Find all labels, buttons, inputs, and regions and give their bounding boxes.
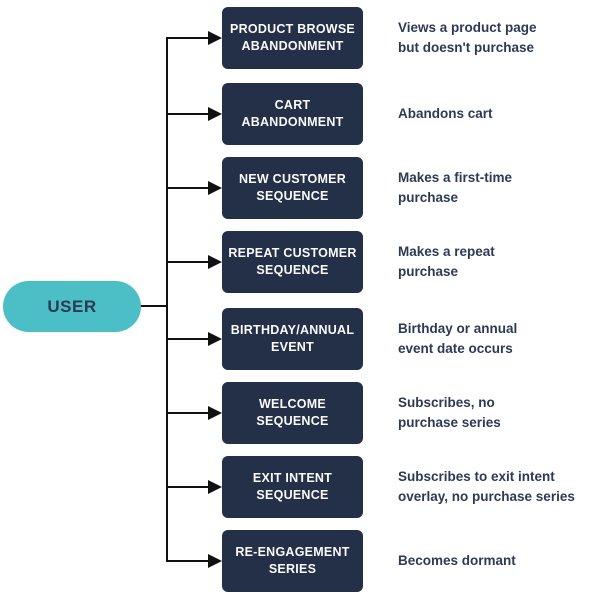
branch-arrow — [166, 107, 222, 121]
flow-box-re-engagement-series: RE-ENGAGEMENT SERIES — [222, 530, 363, 592]
flow-description: Subscribes, no purchase series — [398, 394, 501, 430]
branch-arrow — [166, 406, 222, 420]
branch-arrow — [166, 554, 222, 568]
flow-row: PRODUCT BROWSE ABANDONMENT Views a produ… — [222, 7, 592, 69]
branch-arrow — [166, 181, 222, 195]
flow-description: Becomes dormant — [398, 552, 516, 568]
flow-description: Subscribes to exit intent overlay, no pu… — [398, 468, 575, 504]
user-node-label: USER — [47, 296, 97, 316]
flow-description: Makes a repeat purchase — [398, 243, 495, 279]
flow-row: WELCOME SEQUENCE Subscribes, no purchase… — [222, 382, 592, 444]
flow-description: Makes a first-time purchase — [398, 169, 513, 205]
flow-box-product-browse-abandonment: PRODUCT BROWSE ABANDONMENT — [222, 7, 363, 69]
flow-row: BIRTHDAY/ANNUAL EVENT Birthday or annual… — [222, 308, 592, 370]
flow-description: Birthday or annual event date occurs — [398, 320, 518, 356]
flow-row: RE-ENGAGEMENT SERIES Becomes dormant — [222, 530, 592, 592]
flow-box-birthday-annual-event: BIRTHDAY/ANNUAL EVENT — [222, 308, 363, 370]
branch-arrow — [166, 332, 222, 346]
flow-box-cart-abandonment: CART ABANDONMENT — [222, 83, 363, 145]
branch-arrow — [166, 480, 222, 494]
branch-arrow — [166, 31, 222, 45]
branch-arrow — [166, 255, 222, 269]
flow-box-exit-intent-sequence: EXIT INTENT SEQUENCE — [222, 456, 363, 518]
flow-description: Views a product page but doesn't purchas… — [398, 19, 537, 55]
flow-description: Abandons cart — [398, 105, 493, 121]
flow-row: EXIT INTENT SEQUENCE Subscribes to exit … — [222, 456, 592, 518]
flow-box-new-customer-sequence: NEW CUSTOMER SEQUENCE — [222, 157, 363, 219]
flow-row: REPEAT CUSTOMER SEQUENCE Makes a repeat … — [222, 231, 592, 293]
flow-row: CART ABANDONMENT Abandons cart — [222, 83, 592, 145]
flow-row: NEW CUSTOMER SEQUENCE Makes a first-time… — [222, 157, 592, 219]
user-node: USER — [3, 281, 141, 332]
flow-box-repeat-customer-sequence: REPEAT CUSTOMER SEQUENCE — [222, 231, 363, 293]
flow-box-welcome-sequence: WELCOME SEQUENCE — [222, 382, 363, 444]
